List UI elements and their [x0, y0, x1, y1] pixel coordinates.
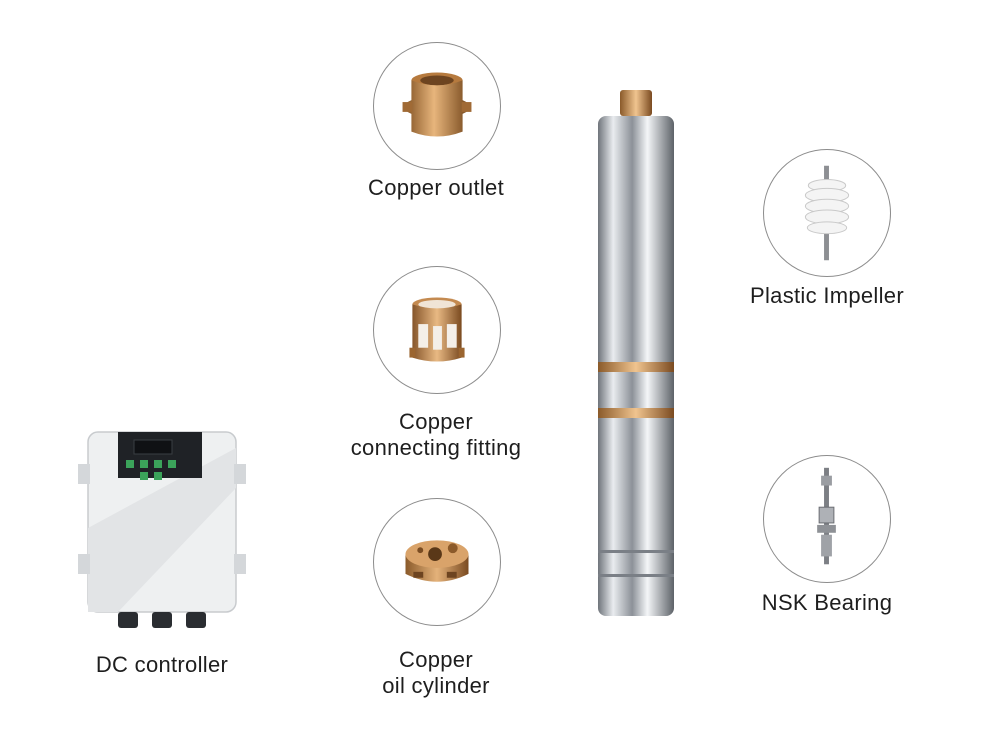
nsk-bearing-image	[817, 467, 836, 565]
plastic-impeller-image	[804, 165, 850, 261]
nsk-bearing-circle	[763, 455, 891, 583]
nsk-bearing-label: NSK Bearing	[761, 590, 893, 615]
copper-outlet-label: Copper outlet	[368, 175, 504, 200]
plastic-impeller-label: Plastic Impeller	[750, 283, 904, 308]
copper-cylinder-label-line1: Copper	[399, 647, 473, 672]
copper-fitting-label-line2: connecting fitting	[350, 435, 522, 460]
copper-cylinder-label-line2: oil cylinder	[382, 673, 490, 698]
copper-cylinder-image	[405, 540, 469, 582]
copper-outlet-circle	[373, 42, 501, 170]
copper-cylinder-circle	[373, 498, 501, 626]
plastic-impeller-circle	[763, 149, 891, 277]
copper-outlet-image	[402, 72, 472, 137]
dc-controller-image	[78, 431, 246, 628]
dc-controller-label: DC controller	[95, 652, 229, 677]
copper-fitting-image	[409, 297, 465, 362]
submersible-pump-image	[598, 90, 674, 616]
copper-fitting-circle	[373, 266, 501, 394]
copper-fitting-label-line1: Copper	[399, 409, 473, 434]
